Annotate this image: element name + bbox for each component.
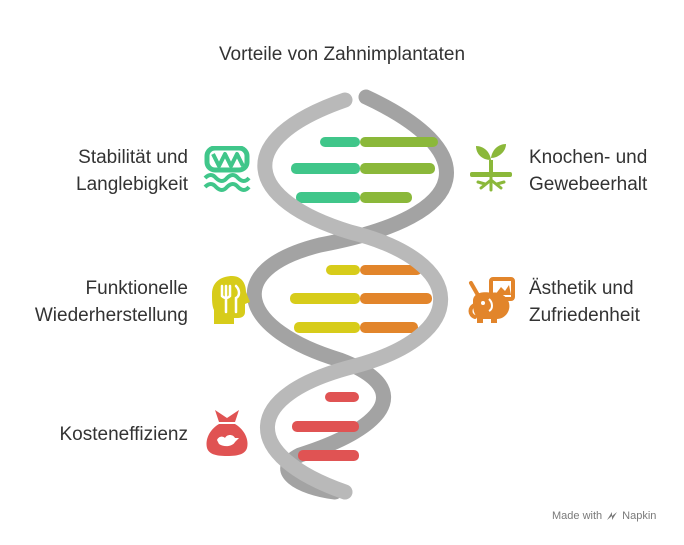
watermark: Made with Napkin bbox=[552, 510, 656, 522]
plant-roots-icon bbox=[470, 144, 512, 192]
rungs-aesthetic bbox=[360, 265, 432, 333]
label-bone: Knochen- und Gewebeerhalt bbox=[529, 147, 648, 195]
rungs-function bbox=[290, 265, 360, 333]
rungs-stability bbox=[291, 137, 360, 203]
money-bag-icon bbox=[206, 410, 248, 456]
helix-front-strand bbox=[257, 92, 449, 500]
napkin-logo-icon bbox=[607, 512, 618, 520]
label-cost: Kosteneffizienz bbox=[59, 424, 188, 445]
watermark-text: Made with bbox=[552, 510, 603, 522]
elephant-painting-icon bbox=[468, 277, 515, 323]
label-aesthetic: Ästhetik und Zufriedenheit bbox=[529, 278, 640, 326]
label-stability: Stabilität und Langlebigkeit bbox=[76, 147, 188, 195]
rungs-bone bbox=[360, 137, 438, 203]
diagram-title: Vorteile von Zahnimplantaten bbox=[218, 44, 466, 65]
head-fork-knife-icon bbox=[212, 276, 250, 324]
watermark-brand: Napkin bbox=[622, 510, 657, 522]
rungs-cost bbox=[292, 392, 359, 461]
label-function: Funktionelle Wiederherstellung bbox=[34, 278, 188, 326]
bridge-icon bbox=[203, 146, 251, 192]
